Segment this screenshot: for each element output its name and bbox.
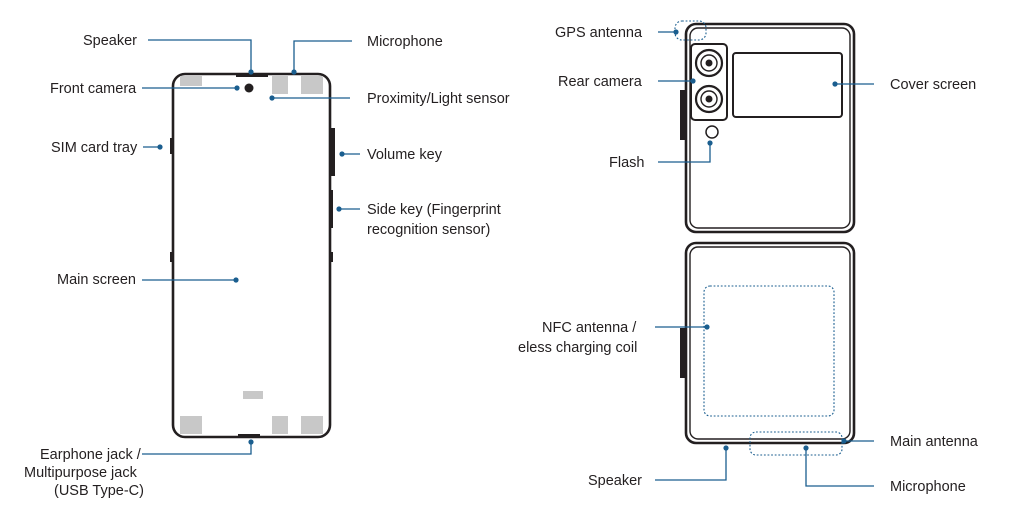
main-screen-label: Main screen — [57, 272, 136, 288]
hinge-right-notch — [330, 252, 333, 262]
front-antenna-area-4 — [243, 391, 263, 399]
volume-key — [330, 128, 335, 176]
nfc-label-line2: eless charging coil — [518, 340, 637, 356]
front-antenna-area-3 — [301, 76, 323, 94]
rear-camera-lens-1 — [694, 48, 724, 78]
back-bottom-view: NFC antenna / eless charging coil Main a… — [518, 241, 979, 495]
side-key-label-line2: recognition sensor) — [367, 222, 490, 238]
back-speaker-label: Speaker — [588, 473, 642, 489]
front-camera-label: Front camera — [50, 81, 137, 97]
gps-antenna-area — [674, 20, 707, 41]
front-antenna-area-1 — [180, 76, 202, 86]
usb-port — [238, 434, 260, 437]
front-speaker-slot — [236, 74, 268, 77]
sim-tray-label: SIM card tray — [51, 140, 138, 156]
flash-light — [705, 125, 719, 139]
hinge-left-notch — [170, 252, 173, 262]
jack-label-line1: Earphone jack / — [40, 447, 142, 463]
front-camera-lens — [244, 83, 254, 93]
back-side-key — [680, 90, 686, 140]
sim-tray-slot — [170, 138, 173, 154]
back-microphone-label: Microphone — [890, 479, 966, 495]
bottom-antenna-area — [749, 431, 843, 456]
back-bottom-side-key — [680, 328, 686, 378]
jack-label-line3: (USB Type-C) — [54, 483, 144, 499]
back-top-inner-edge — [689, 27, 851, 229]
front-antenna-area-6 — [272, 416, 288, 434]
nfc-coil-area — [703, 285, 835, 417]
gps-antenna-label: GPS antenna — [555, 25, 643, 41]
front-phone-body — [171, 72, 332, 439]
side-key-label-line1: Side key (Fingerprint — [367, 202, 501, 218]
side-key — [330, 190, 333, 228]
back-top-view: GPS antenna Rear camera Cover screen Fla… — [555, 20, 976, 234]
front-view: Speaker Microphone Front camera Proximit… — [24, 33, 510, 499]
flash-label: Flash — [609, 155, 644, 171]
volume-key-label: Volume key — [367, 147, 443, 163]
back-bottom-leaders — [655, 324, 874, 487]
front-speaker-label: Speaker — [83, 33, 137, 49]
rear-camera-label: Rear camera — [558, 74, 643, 90]
proximity-sensor-label: Proximity/Light sensor — [367, 91, 510, 107]
jack-label-line2: Multipurpose jack — [24, 465, 138, 481]
cover-screen-label: Cover screen — [890, 77, 976, 93]
nfc-label-line1: NFC antenna / — [542, 320, 637, 336]
front-microphone-label: Microphone — [367, 34, 443, 50]
back-top-leaders — [658, 29, 874, 163]
back-bottom-inner-edge — [689, 246, 851, 440]
front-antenna-area-2 — [272, 76, 288, 94]
front-antenna-area-7 — [301, 416, 323, 434]
main-antenna-label: Main antenna — [890, 434, 979, 450]
front-leaders — [142, 39, 360, 455]
rear-camera-lens-2 — [694, 84, 724, 114]
front-antenna-area-5 — [180, 416, 202, 434]
cover-screen — [732, 52, 843, 118]
back-bottom-body — [684, 241, 856, 445]
